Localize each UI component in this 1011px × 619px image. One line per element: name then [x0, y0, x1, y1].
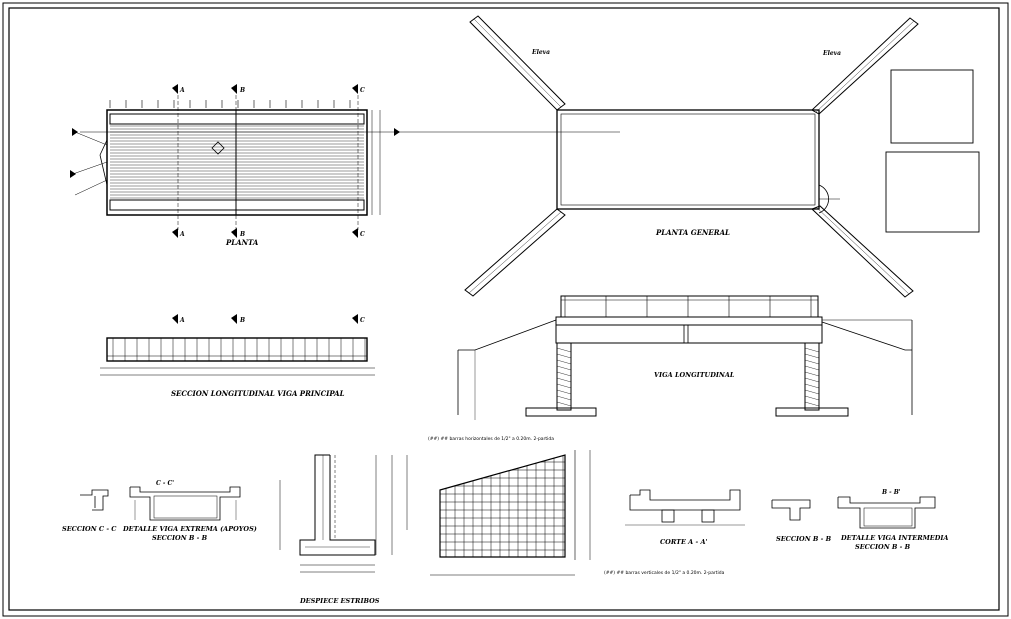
marker-c-top: C: [360, 87, 365, 94]
detalle-viga-intermedia: [837, 496, 936, 529]
planta-title: PLANTA: [225, 238, 259, 247]
marker-b-bottom: B: [239, 231, 245, 238]
seccion-b-detail: [771, 499, 811, 521]
note-bottom: (##) ## barras verticales de 1/2" a 0.20…: [604, 570, 725, 576]
seccion-b-title: SECCION B - B: [776, 535, 832, 543]
planta-plan-view: [69, 84, 620, 238]
eleva-right-label: Eleva: [822, 50, 841, 57]
detalle-viga-extrema: [129, 486, 241, 521]
marker-a-bottom: A: [179, 231, 185, 238]
despiece-estribos-title: DESPIECE ESTRIBOS: [299, 597, 380, 605]
viga-longitudinal-view: [457, 295, 913, 420]
b-b-marker: B - B': [881, 489, 901, 496]
despiece-estribos: [279, 454, 408, 573]
wing-wall-reinforcement: [430, 450, 591, 576]
marker-a-top: A: [179, 87, 185, 94]
corte-a-title: CORTE A - A': [660, 538, 707, 546]
seccion-c-title: SECCION C - C: [62, 525, 117, 533]
planta-general-title: PLANTA GENERAL: [655, 228, 730, 237]
detalle-viga-extrema-title: DETALLE VIGA EXTREMA (APOYOS): [122, 525, 257, 533]
planta-general-view: [464, 15, 980, 298]
marker-c-sec: C: [360, 317, 365, 324]
marker-c-bottom: C: [360, 231, 365, 238]
seccion-b-right-title: SECCION B - B: [855, 543, 911, 551]
marker-a-sec: A: [179, 317, 185, 324]
inner-border: [8, 7, 1000, 611]
seccion-b-left-title: SECCION B - B: [152, 534, 208, 542]
viga-longitudinal-title: VIGA LONGITUDINAL: [654, 371, 735, 379]
eleva-left-label: Eleva: [531, 49, 550, 56]
seccion-longitudinal-title: SECCION LONGITUDINAL VIGA PRINCIPAL: [171, 389, 345, 398]
seccion-longitudinal-view: [100, 314, 375, 376]
note-top: (##) ## barras horizontales de 1/2" a 0.…: [428, 436, 554, 442]
c-c-marker: C - C': [156, 480, 174, 487]
seccion-c-detail: [80, 489, 109, 511]
corte-a-detail: [625, 489, 745, 526]
detalle-viga-intermedia-title: DETALLE VIGA INTERMEDIA: [840, 534, 948, 542]
marker-b-sec: B: [239, 317, 245, 324]
marker-b-top: B: [239, 87, 245, 94]
